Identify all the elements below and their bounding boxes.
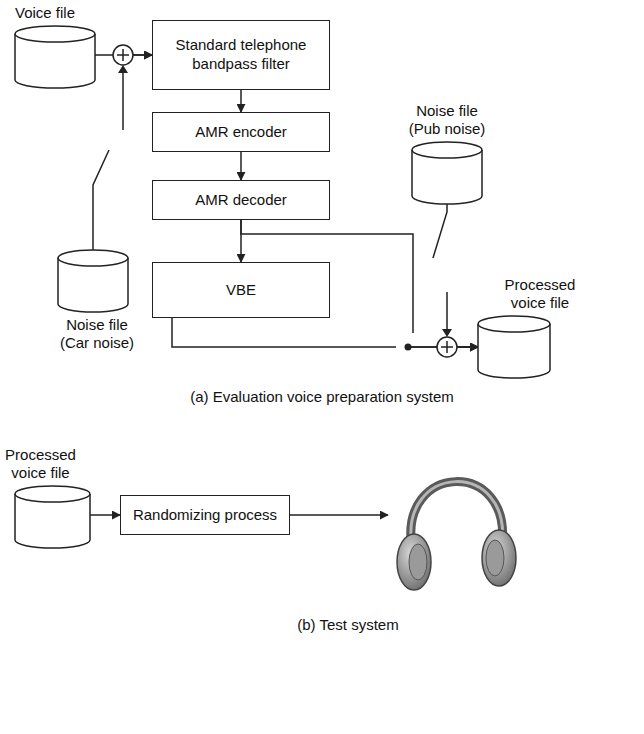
figure-caption: (a) Evaluation voice preparation system — [0, 388, 644, 405]
signal-arrow — [93, 55, 152, 250]
storage-cylinder: Noise file (Pub noise) — [412, 142, 482, 204]
signal-arrow — [240, 152, 242, 180]
cylinder-outline — [15, 486, 90, 548]
process-box: Randomizing process — [120, 495, 290, 535]
box-label: VBE — [226, 281, 256, 300]
figure-caption: (b) Test system — [26, 616, 644, 633]
storage-label: Processed voice file — [2, 446, 80, 482]
storage-cylinder: Processed voice file — [15, 486, 90, 548]
process-box: VBE — [152, 262, 330, 318]
storage-label: Voice file — [15, 4, 75, 22]
process-box: Standard telephone bandpass filter — [152, 20, 330, 90]
cylinder-outline — [478, 316, 550, 378]
junction-arrowhead — [118, 65, 128, 73]
cylinder-outline — [412, 142, 482, 204]
process-box: AMR decoder — [152, 180, 330, 220]
storage-cylinder: Voice file — [15, 26, 95, 88]
summing-junction — [113, 45, 133, 65]
process-box: AMR encoder — [152, 112, 330, 152]
cylinder-outline — [15, 26, 95, 88]
signal-arrow — [90, 514, 120, 516]
storage-label: Noise file (Pub noise) — [404, 102, 490, 138]
box-label: AMR decoder — [195, 191, 287, 210]
signal-arrow — [240, 90, 242, 112]
output-arrow — [290, 514, 388, 516]
box-label: Randomizing process — [133, 506, 277, 525]
storage-label: Noise file (Car noise) — [54, 316, 140, 352]
box-label: Standard telephone bandpass filter — [161, 36, 321, 74]
storage-cylinder: Processed voice file — [478, 316, 550, 378]
storage-label: Processed voice file — [501, 276, 579, 312]
signal-arrow — [433, 204, 478, 347]
cylinder-outline — [58, 250, 128, 312]
storage-cylinder: Noise file (Car noise) — [58, 250, 128, 312]
box-label: AMR encoder — [195, 123, 287, 142]
junction-arrowhead — [442, 329, 452, 337]
signal-arrow — [172, 318, 478, 347]
headphones-illustration — [397, 482, 516, 590]
summing-junction — [437, 337, 457, 357]
